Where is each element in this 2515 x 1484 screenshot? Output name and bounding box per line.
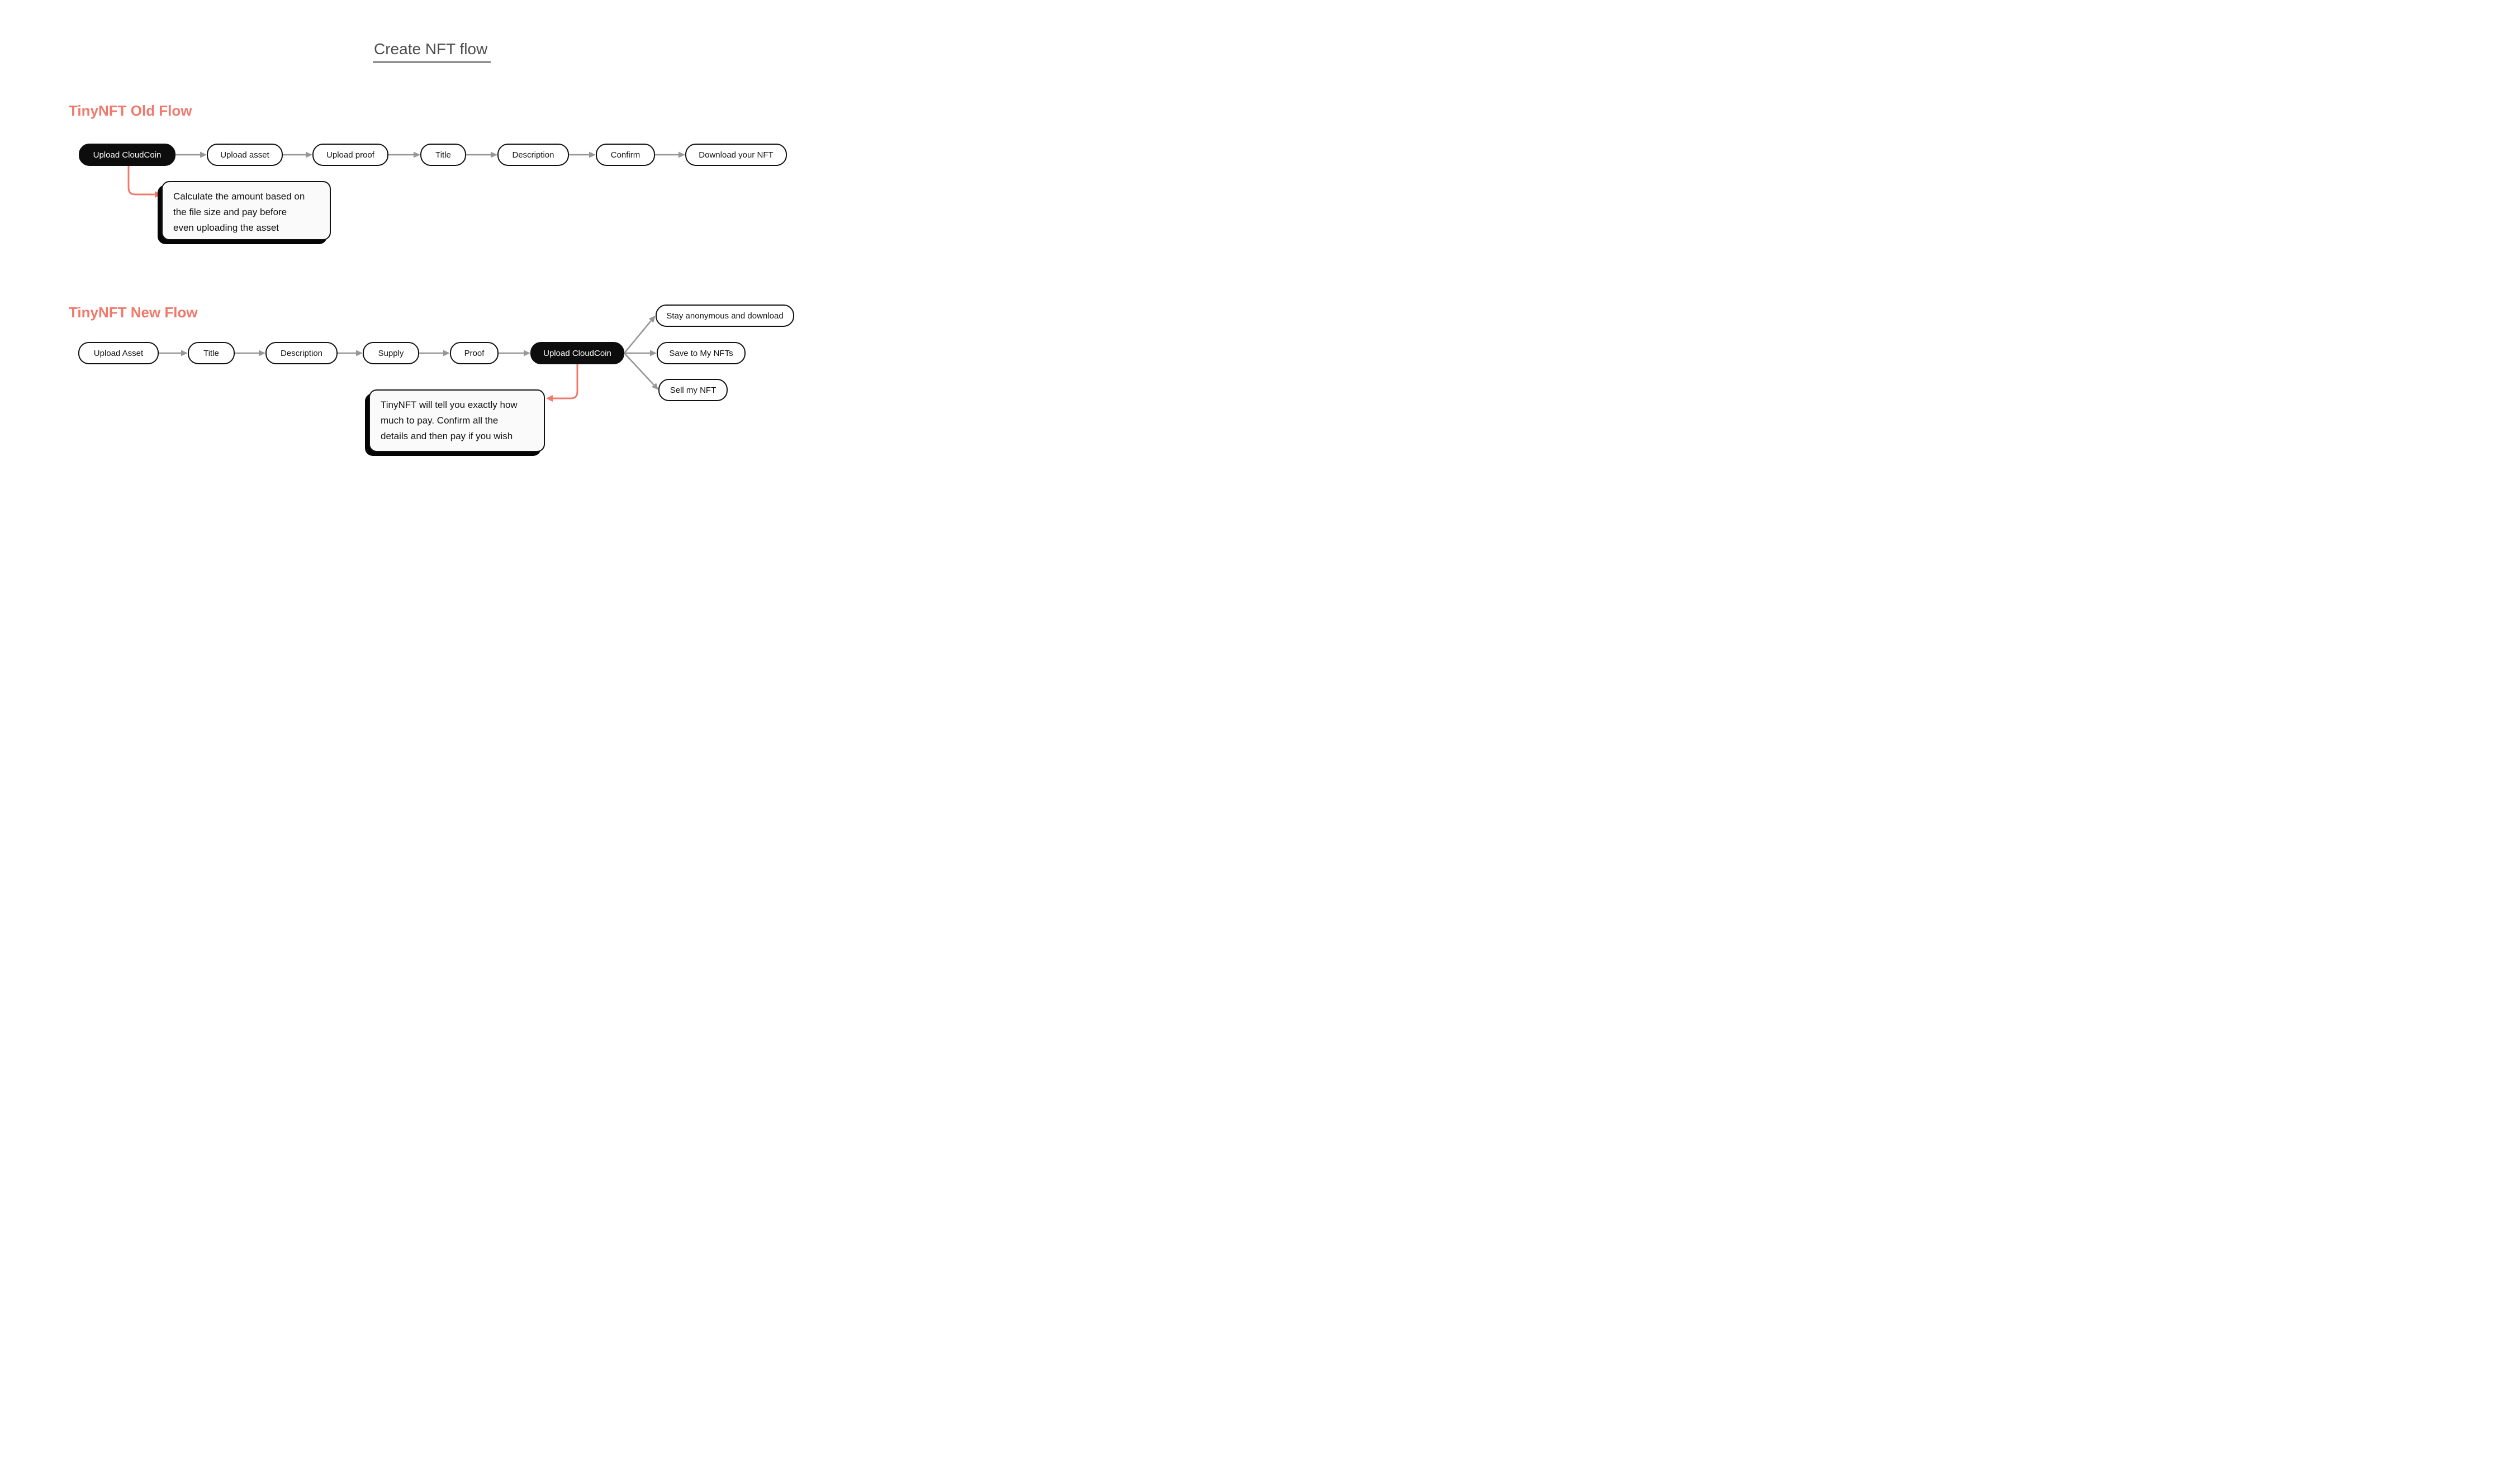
note-line: the file size and pay before (173, 207, 287, 217)
node-title-new[interactable]: Title (188, 342, 235, 364)
note-line: much to pay. Confirm all the (381, 415, 499, 426)
new-flow-heading: TinyNFT New Flow (69, 304, 198, 321)
page-title: Create NFT flow (373, 40, 491, 63)
node-stay-anonymous-and-download[interactable]: Stay anonymous and download (656, 305, 794, 327)
branch-arrow-icon (623, 315, 656, 354)
note-arrow-icon (546, 364, 578, 402)
note-line: Calculate the amount based on (173, 191, 305, 202)
node-upload-cloudcoin-old[interactable]: Upload CloudCoin (79, 144, 175, 166)
node-supply[interactable]: Supply (363, 342, 419, 364)
note-line: details and then pay if you wish (381, 431, 513, 441)
node-upload-cloudcoin-new[interactable]: Upload CloudCoin (530, 342, 624, 364)
node-description-old[interactable]: Description (497, 144, 569, 166)
node-sell-my-nft[interactable]: Sell my NFT (658, 379, 728, 401)
node-download-your-nft[interactable]: Download your NFT (685, 144, 787, 166)
note-line: TinyNFT will tell you exactly how (381, 399, 518, 410)
node-title-old[interactable]: Title (420, 144, 466, 166)
node-upload-asset-new[interactable]: Upload Asset (78, 342, 159, 364)
old-flow-heading: TinyNFT Old Flow (69, 102, 192, 119)
note-new-flow[interactable]: TinyNFT will tell you exactly how much t… (369, 389, 545, 452)
note-old-flow[interactable]: Calculate the amount based on the file s… (162, 181, 331, 240)
branch-arrow-icon (624, 353, 659, 390)
node-proof[interactable]: Proof (450, 342, 499, 364)
note-arrow-icon (127, 166, 162, 198)
node-confirm[interactable]: Confirm (596, 144, 655, 166)
node-description-new[interactable]: Description (265, 342, 338, 364)
whiteboard-canvas: Create NFT flow TinyNFT Old Flow Upload … (0, 0, 863, 510)
node-upload-proof[interactable]: Upload proof (312, 144, 388, 166)
node-save-to-my-nfts[interactable]: Save to My NFTs (657, 342, 746, 364)
node-upload-asset-old[interactable]: Upload asset (207, 144, 283, 166)
note-line: even uploading the asset (173, 222, 279, 233)
